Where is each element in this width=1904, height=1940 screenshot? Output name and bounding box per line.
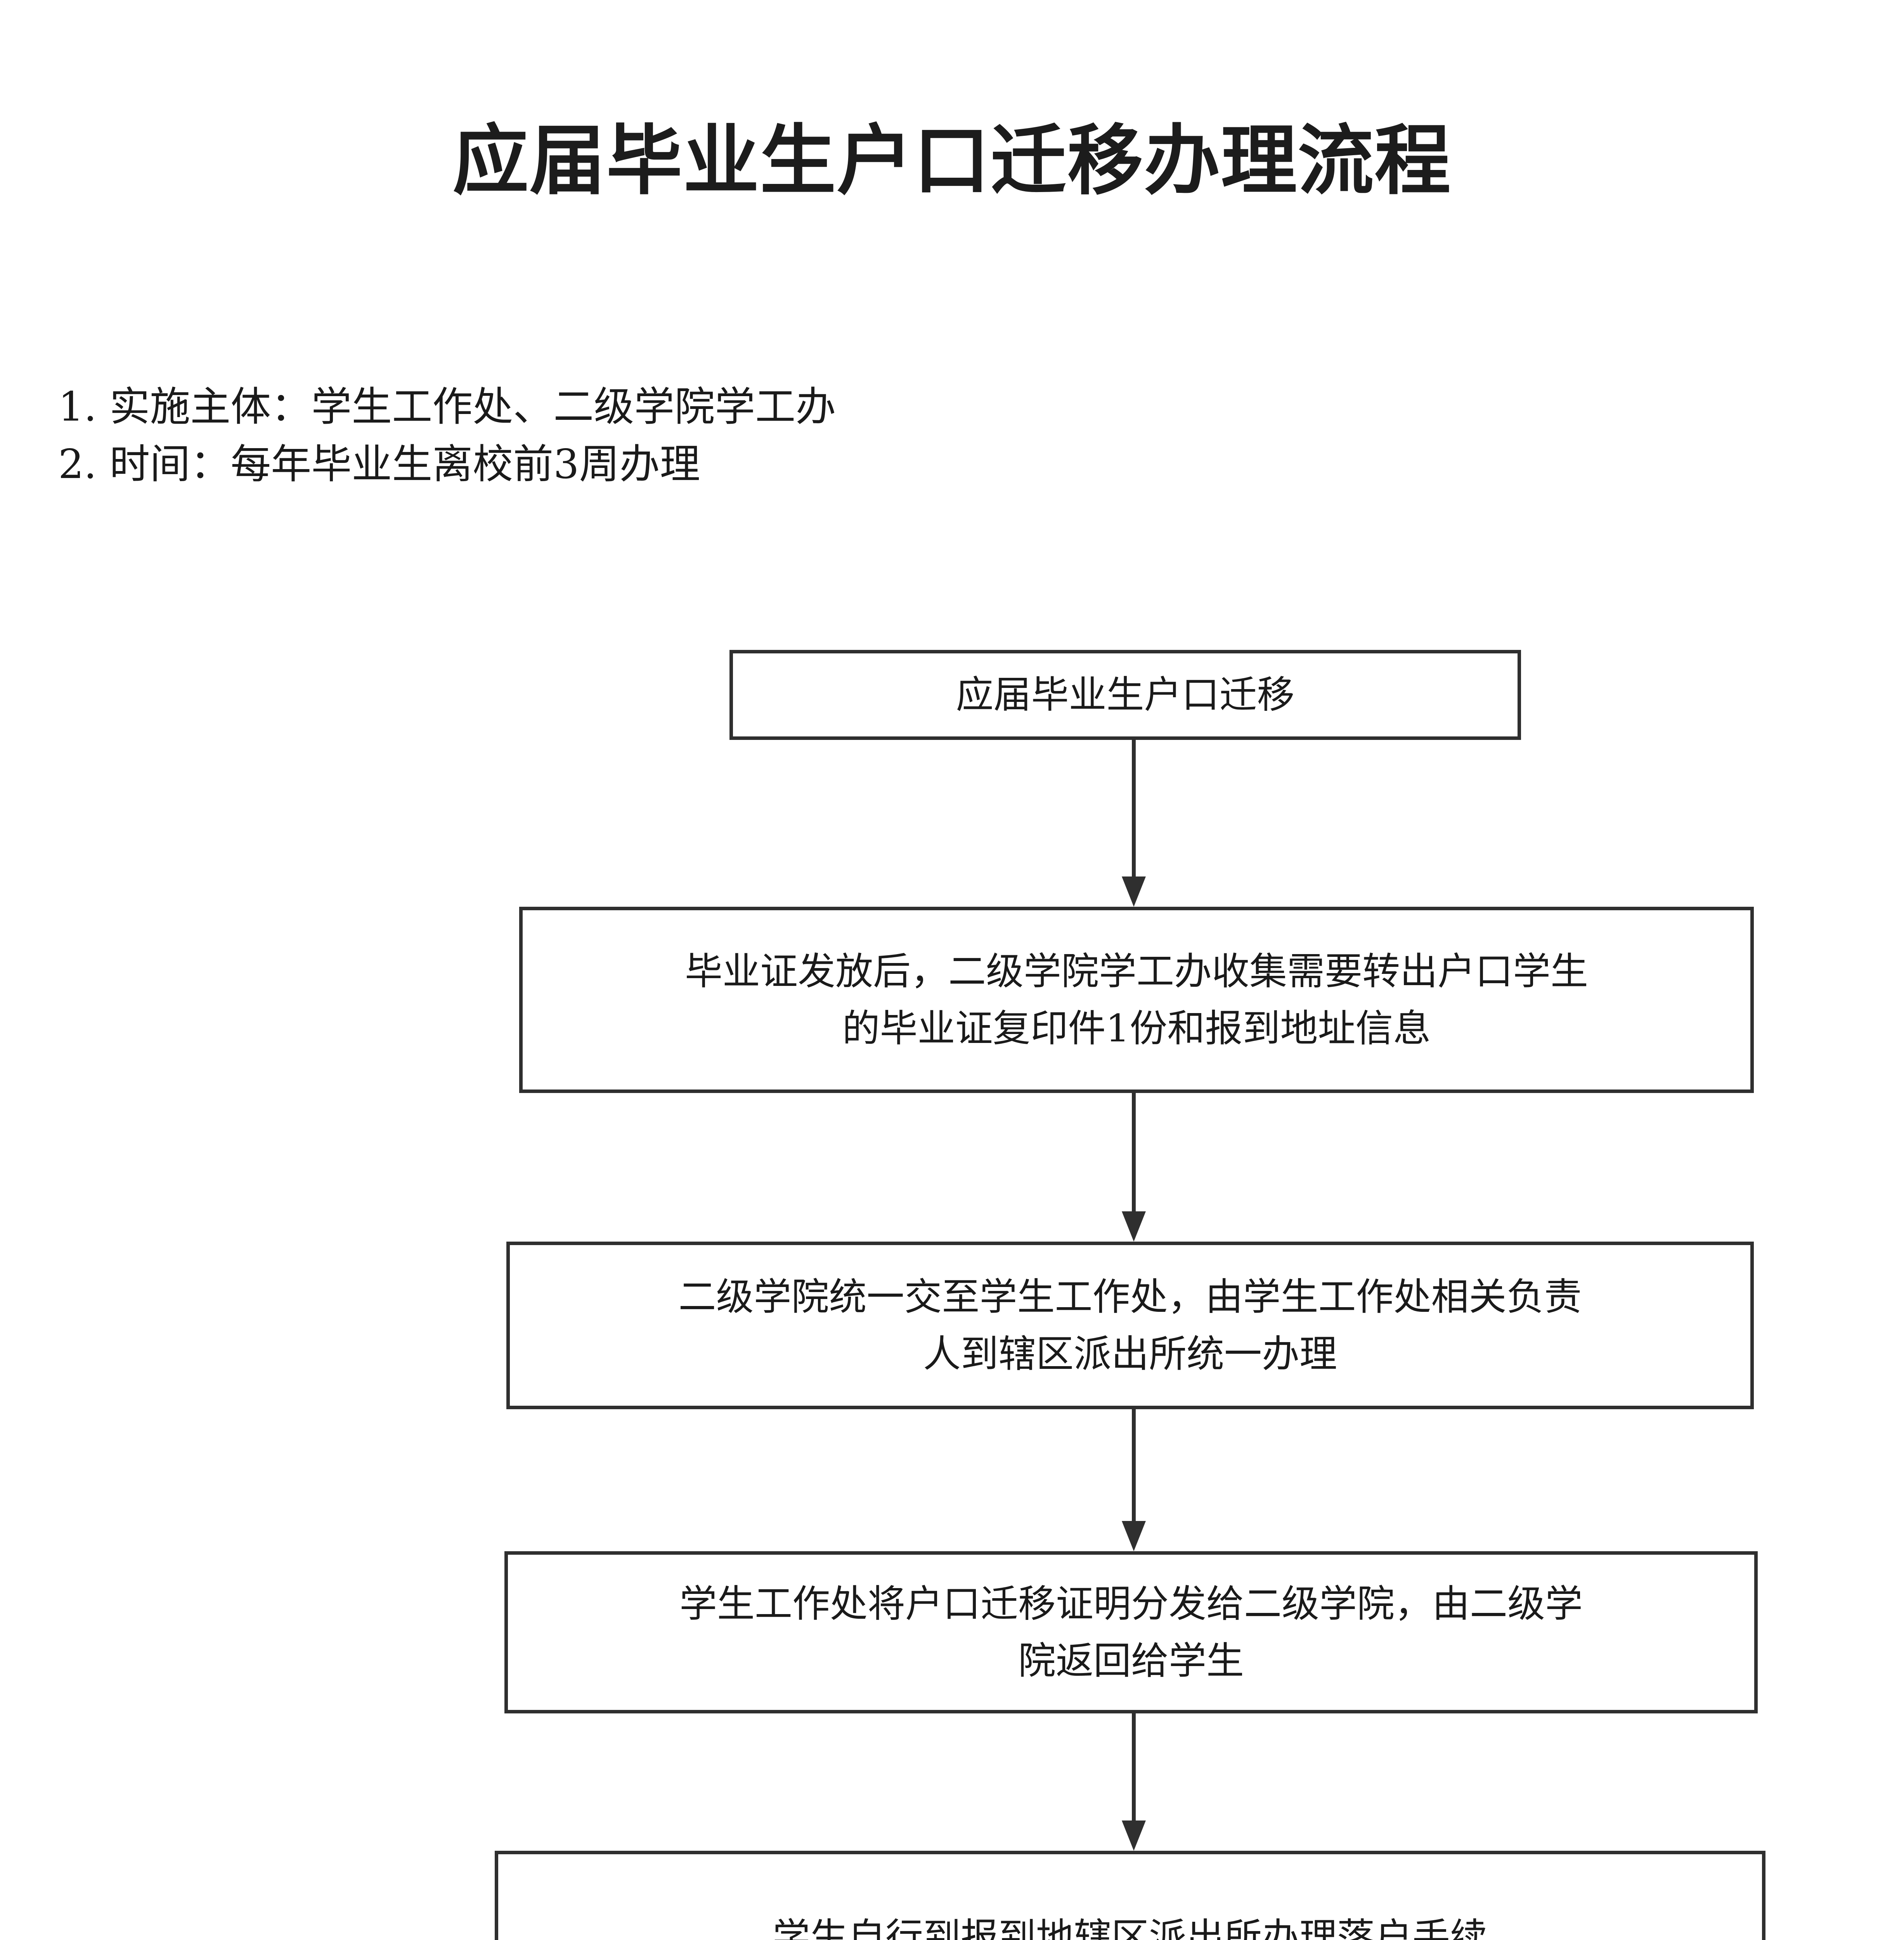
arrow-shaft — [1132, 740, 1136, 876]
flow-node-label: 学生自行到报到地辖区派出所办理落户手续 — [773, 1915, 1488, 1940]
arrow-down-icon — [1122, 1820, 1146, 1851]
flow-node-distribute-certificates: 学生工作处将户口迁移证明分发给二级学院，由二级学 院返回给学生 — [504, 1551, 1758, 1713]
flow-node-collect-documents: 毕业证发放后，二级学院学工办收集需要转出户口学生 的毕业证复印件1份和报到地址信… — [519, 907, 1754, 1093]
flow-arrow-4 — [1122, 1713, 1146, 1851]
flow-node-label: 毕业证发放后，二级学院学工办收集需要转出户口学生 的毕业证复印件1份和报到地址信… — [685, 949, 1588, 1050]
intro-line-timing: 2. 时间：每年毕业生离校前3周办理 — [58, 440, 700, 488]
intro-line-implementing-body: 1. 实施主体：学生工作处、二级学院学工办 — [58, 383, 836, 430]
flow-arrow-3 — [1122, 1409, 1146, 1551]
intro-notes: 1. 实施主体：学生工作处、二级学院学工办 2. 时间：每年毕业生离校前3周办理 — [58, 378, 1377, 493]
flow-node-student-registers: 学生自行到报到地辖区派出所办理落户手续 — [495, 1851, 1765, 1940]
flow-arrow-2 — [1122, 1093, 1146, 1242]
page-title: 应届毕业生户口迁移办理流程 — [452, 117, 1452, 205]
arrow-shaft — [1132, 1093, 1136, 1211]
flow-node-label: 学生工作处将户口迁移证明分发给二级学院，由二级学 院返回给学生 — [679, 1581, 1583, 1683]
arrow-down-icon — [1122, 876, 1146, 907]
flow-node-label: 应届毕业生户口迁移 — [956, 673, 1295, 717]
arrow-shaft — [1132, 1713, 1136, 1820]
flow-node-start: 应届毕业生户口迁移 — [729, 650, 1521, 740]
arrow-down-icon — [1122, 1211, 1146, 1242]
flow-node-label: 二级学院统一交至学生工作处，由学生工作处相关负责 人到辖区派出所统一办理 — [678, 1275, 1582, 1376]
arrow-shaft — [1132, 1409, 1136, 1521]
arrow-down-icon — [1122, 1521, 1146, 1551]
flow-arrow-1 — [1122, 740, 1146, 907]
flow-node-submit-to-police-station: 二级学院统一交至学生工作处，由学生工作处相关负责 人到辖区派出所统一办理 — [506, 1242, 1754, 1409]
